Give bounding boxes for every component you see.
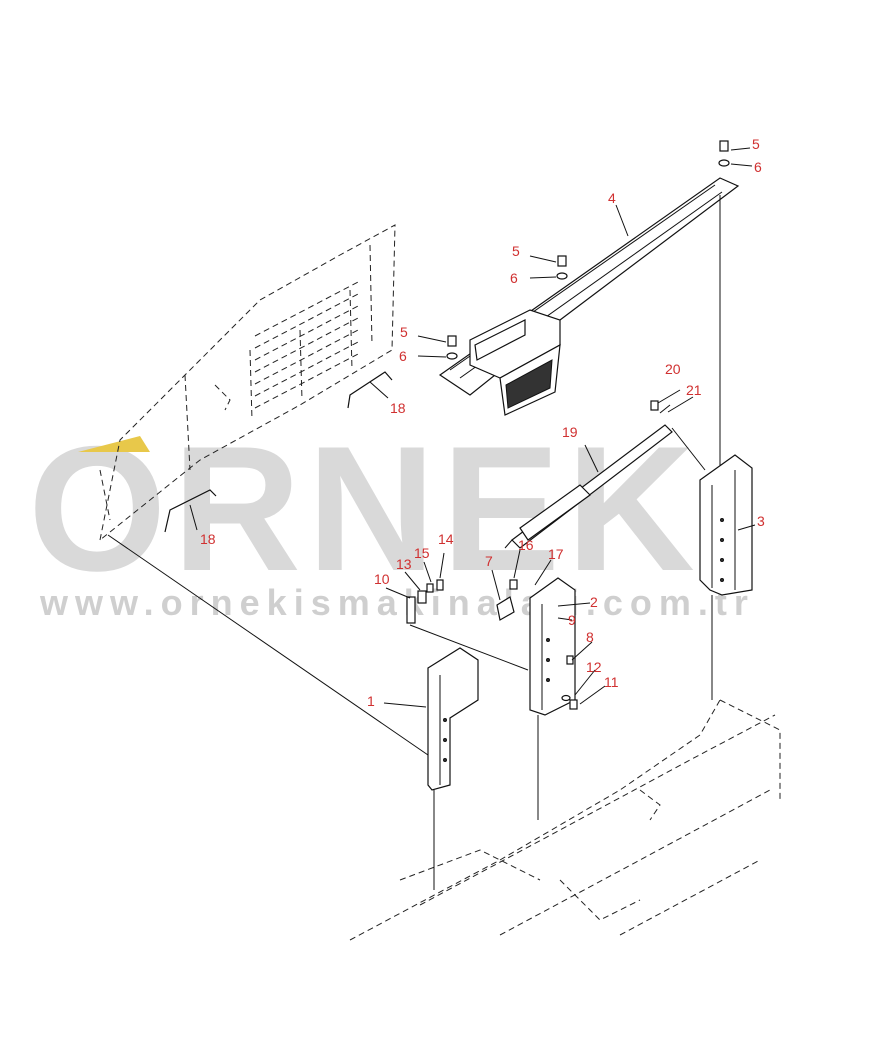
callout-5-mid: 5: [512, 243, 520, 259]
callout-2: 2: [590, 594, 598, 610]
leader-lines: [189, 147, 756, 708]
watermark-brand: ORNEK: [28, 409, 701, 608]
callout-5-low: 5: [400, 324, 408, 340]
watermark-logo-accent: [78, 436, 150, 452]
callout-9: 9: [568, 612, 576, 628]
part-18-handle-lower: [164, 489, 217, 533]
callout-16: 16: [518, 537, 534, 553]
bolt-set-top: [446, 140, 730, 360]
small-hardware: [406, 579, 578, 710]
callout-labels: 5 6 4 5 6 5 6 18 18 19 20 21 3 1 2 9 8 1…: [200, 136, 765, 709]
cooler-box: [469, 309, 561, 416]
callout-6-low: 6: [399, 348, 407, 364]
callout-5-top: 5: [752, 136, 760, 152]
callout-20: 20: [665, 361, 681, 377]
callout-14: 14: [438, 531, 454, 547]
callout-13: 13: [396, 556, 412, 572]
callout-8: 8: [586, 629, 594, 645]
callout-10: 10: [374, 571, 390, 587]
callout-18-upper: 18: [390, 400, 406, 416]
callout-11: 11: [604, 674, 619, 690]
callout-12: 12: [586, 659, 602, 675]
callout-6-mid: 6: [510, 270, 518, 286]
callout-18-lower: 18: [200, 531, 216, 547]
callout-6-top: 6: [754, 159, 762, 175]
callout-19: 19: [562, 424, 578, 440]
callout-15: 15: [414, 545, 430, 561]
bolt-20-21: [650, 400, 671, 414]
base-frame-outline: [349, 699, 781, 941]
part-1-left-post: [107, 534, 479, 890]
callout-21: 21: [686, 382, 702, 398]
callout-17: 17: [548, 546, 564, 562]
watermark: ORNEK www.ornekismakinalari.com.tr: [28, 409, 755, 623]
callout-4: 4: [608, 190, 616, 206]
callout-3: 3: [757, 513, 765, 529]
callout-1: 1: [367, 693, 375, 709]
part-19-strut: [504, 424, 706, 549]
watermark-url: www.ornekismakinalari.com.tr: [39, 582, 755, 623]
rear-panel-louvers: [254, 280, 361, 409]
part-3-right-post: [699, 454, 753, 700]
callout-7: 7: [485, 553, 493, 569]
part-2-middle-post: [529, 577, 576, 820]
part-18-handle-upper: [347, 371, 393, 409]
rear-panel-outline: [99, 224, 396, 542]
